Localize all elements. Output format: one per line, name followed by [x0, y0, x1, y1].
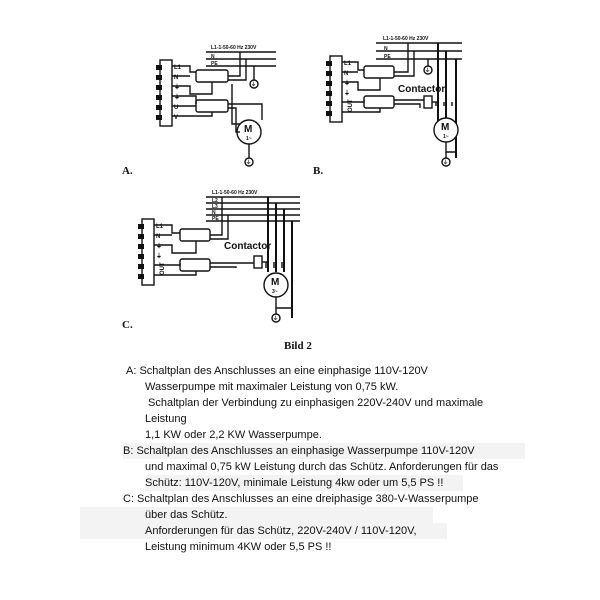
diagram-a-terminal-u: U: [174, 105, 178, 111]
description-line: Leistung minimum 4KW oder 5,5 PS !!: [145, 541, 332, 553]
description-line: B: Schaltplan des Anschlusses an einphas…: [123, 443, 525, 460]
diagram-a-line-n-label: N: [211, 54, 215, 60]
description-line: Leistung: [145, 413, 187, 425]
description-line: Schütz: 110V-120V, minimale Leistung 4kw…: [145, 475, 464, 492]
diagram-b-terminal-n: N: [344, 71, 348, 77]
svg-text:⏚: ⏚: [425, 67, 430, 74]
diagram-a-terminal-earth-1: ⏚: [174, 84, 180, 91]
diagram-b-terminal-block: [329, 55, 343, 123]
diagram-b-terminal-l1: L1: [344, 61, 352, 67]
svg-text:⏚: ⏚: [443, 159, 448, 166]
figure-title: Bild 2: [284, 340, 312, 352]
diagram-c-terminal-l1: L1: [156, 224, 164, 230]
diagram-b: L1-1-50-60 Hz 230V N PE L1 N ⏚ ⏚ OUT ⏚ C…: [326, 36, 462, 167]
description-line: Anforderungen für das Schütz, 220V-240V …: [80, 523, 447, 540]
diagram-b-motor-label: M: [441, 122, 449, 133]
diagram-c-motor-label: M: [271, 277, 279, 288]
diagram-b-line-n-label: N: [384, 46, 388, 52]
diagram-a-line-pe-label: PE: [211, 61, 218, 67]
description-line: und maximal 0,75 kW Leistung durch das S…: [145, 461, 499, 473]
diagram-c-contactor-label: Contactor: [224, 241, 271, 252]
diagram-c-supply-label: L1-1-50-60 Hz 230V: [212, 190, 258, 196]
description-line: über das Schütz.: [80, 507, 433, 524]
diagram-a-terminal-block: [159, 59, 173, 127]
diagram-b-contactor-label: Contactor: [398, 84, 445, 95]
svg-text:⏚: ⏚: [246, 159, 251, 166]
diagram-a-motor-label: M: [244, 124, 252, 135]
diagram-c-line-pe-label: PE: [212, 216, 219, 222]
diagram-c-line-n-label: N: [212, 210, 216, 216]
diagram-a-caption: A.: [122, 165, 133, 177]
diagram-a: L1-1-50-60 Hz 230V N PE L1 N ⏚ ⏚ U V ⏚ M…: [156, 45, 276, 167]
diagram-b-terminal-earth-1: ⏚: [344, 80, 350, 87]
diagram-c-terminal-out: OUT: [160, 262, 166, 275]
diagram-b-terminal-screws: [326, 61, 332, 116]
diagram-c-terminal-earth-2: ⏚: [156, 253, 162, 260]
diagram-a-terminal-v: V: [174, 115, 178, 121]
diagram-b-contactor-coil: [423, 95, 433, 109]
diagram-c-motor-phase: 3~: [272, 289, 278, 295]
diagram-b-line-pe-label: PE: [384, 54, 391, 60]
diagram-a-terminal-n: N: [174, 75, 178, 81]
diagram-c-terminal-n: N: [156, 234, 160, 240]
diagram-b-terminal-earth-2: ⏚: [344, 90, 350, 97]
diagram-c-terminal-screws: [138, 224, 144, 279]
diagram-a-supply-label: L1-1-50-60 Hz 230V: [211, 45, 257, 51]
diagram-b-motor-phase: 1~: [443, 134, 449, 140]
diagram-c-contactor-coil: [253, 255, 263, 269]
diagram-c-terminal-block: [141, 218, 155, 286]
diagram-a-terminal-l1: L1: [174, 65, 182, 71]
diagram-c-line-l3-label: L3: [212, 204, 218, 210]
diagram-a-terminal-screws: [156, 65, 162, 120]
diagram-c-line-l2-label: L2: [212, 198, 218, 204]
diagram-a-motor-phase: 1~: [246, 136, 252, 142]
svg-text:⏚: ⏚: [251, 81, 256, 88]
diagram-c-terminal-earth-1: ⏚: [156, 243, 162, 250]
svg-text:⏚: ⏚: [273, 315, 278, 322]
diagram-c-caption: C.: [122, 319, 133, 331]
description-line: Wasserpumpe mit maximaler Leistung von 0…: [145, 381, 399, 393]
description-line: 1,1 KW oder 2,2 KW Wasserpumpe.: [145, 429, 322, 441]
diagram-b-supply-label: L1-1-50-60 Hz 230V: [383, 36, 429, 42]
diagram-b-terminal-out: OUT: [348, 99, 354, 112]
description-line: A: Schaltplan des Anschlusses an eine ei…: [126, 365, 428, 377]
diagram-c: L1-1-50-60 Hz 230V L2 L3 N PE L1 N ⏚ ⏚ O…: [138, 190, 300, 323]
description-line: C: Schaltplan des Anschlusses an eine dr…: [123, 493, 479, 505]
diagram-b-caption: B.: [313, 165, 324, 177]
description-line: Schaltplan der Verbindung zu einphasigen…: [148, 397, 484, 409]
diagram-a-terminal-earth-2: ⏚: [174, 94, 180, 101]
